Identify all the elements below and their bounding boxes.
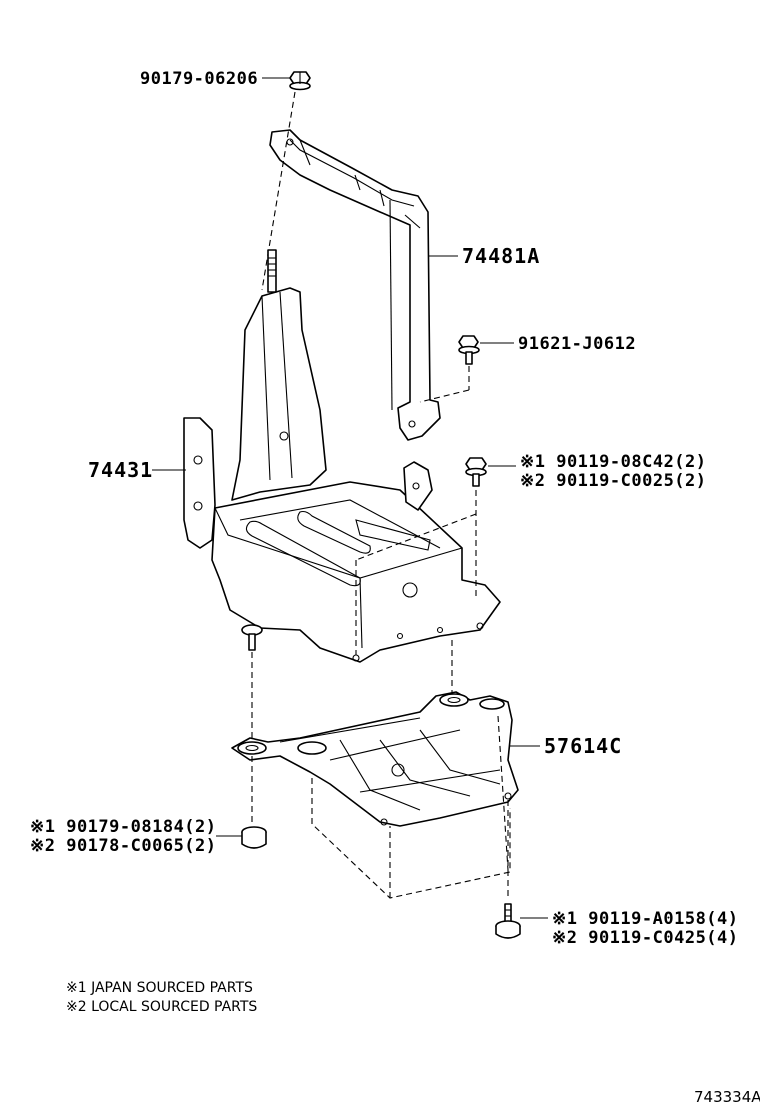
label-bolt-right-2: ※2 90119-C0025(2)	[520, 471, 707, 491]
bolt-bottom[interactable]	[495, 903, 521, 939]
bolt-tray-left[interactable]	[241, 624, 263, 651]
label-nut-left-1: ※1 90179-08184(2)	[30, 817, 217, 837]
dash-top-bolt	[261, 91, 296, 291]
diagram-reference-code: 743334A	[694, 1088, 760, 1106]
label-tray: 74431	[88, 458, 153, 482]
label-bolt-bottom-1: ※1 90119-A0158(4)	[552, 909, 739, 929]
under-cover[interactable]	[231, 691, 519, 827]
nut-left[interactable]	[241, 826, 267, 849]
battery-clamp[interactable]	[269, 129, 441, 441]
bolt-mid[interactable]	[458, 335, 480, 365]
note-local-sourced: ※2 LOCAL SOURCED PARTS	[66, 999, 257, 1015]
label-bolt-mid: 91621-J0612	[518, 334, 636, 354]
label-bolt-bottom-2: ※2 90119-C0425(4)	[552, 928, 739, 948]
note-japan-sourced: ※1 JAPAN SOURCED PARTS	[66, 980, 253, 996]
bolt-right[interactable]	[465, 457, 487, 487]
label-clamp: 74481A	[462, 244, 540, 268]
dash-mid-bolt-2	[419, 389, 470, 403]
battery-tray[interactable]	[183, 249, 501, 663]
dash-right-bolt-2	[355, 513, 477, 561]
dash-bottom-bolt-2	[497, 715, 509, 871]
label-bolt-right-1: ※1 90119-08C42(2)	[520, 452, 707, 472]
nut-top[interactable]	[289, 71, 311, 91]
label-nut-left-2: ※2 90178-C0065(2)	[30, 836, 217, 856]
label-bolt-top: 90179-06206	[140, 69, 258, 89]
label-under-cover: 57614C	[544, 734, 622, 758]
